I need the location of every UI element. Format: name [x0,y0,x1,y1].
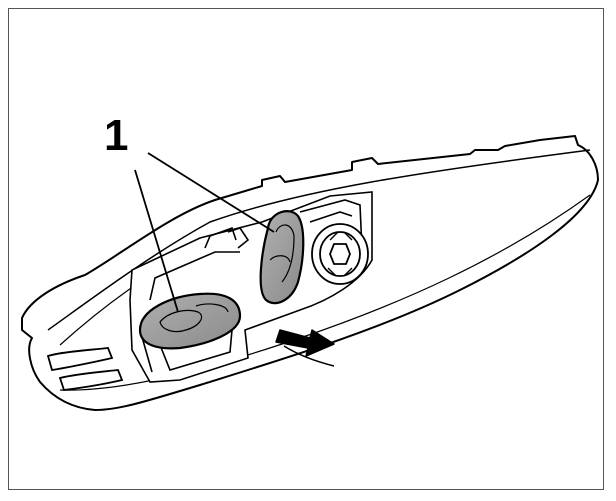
panel-inner-edge [47,149,591,331]
panel-lower-lip [59,194,591,391]
grip-slots [46,347,124,391]
mirror-adjust-knob [311,223,369,285]
window-switch-vertical [259,210,305,305]
callout-label-1: 1 [104,111,128,160]
arrow-right-icon [275,329,335,367]
callout-leaders [134,152,275,313]
